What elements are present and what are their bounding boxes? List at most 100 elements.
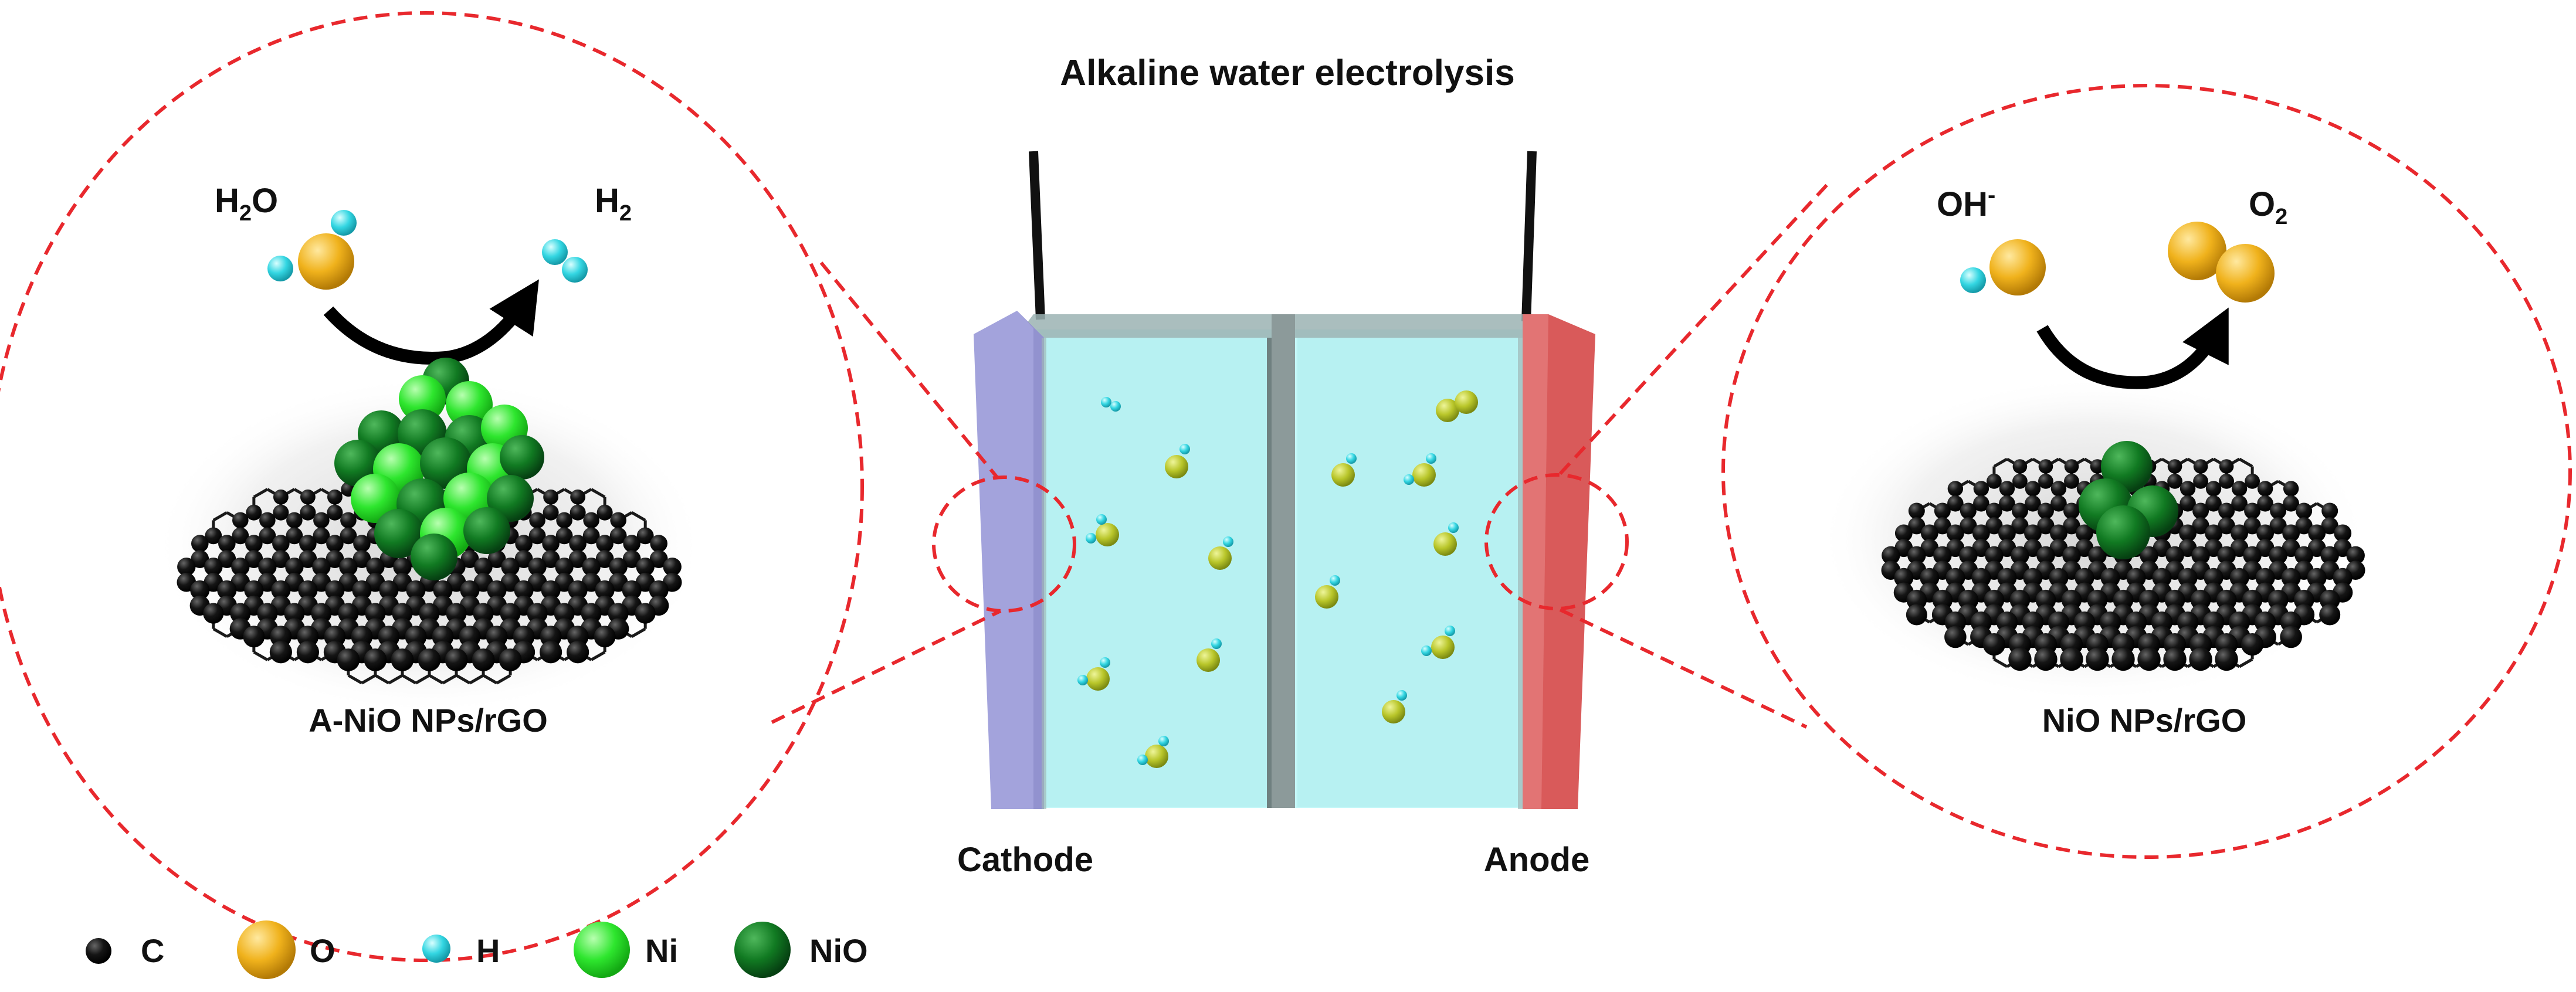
carbon-atom: [2269, 546, 2287, 565]
anode-wire: [1521, 151, 1537, 322]
oh-label: OH-: [1937, 182, 1995, 223]
left-panel: H2O H2 A-NiO NPs/rGO: [154, 182, 705, 739]
o2-label: O2: [2249, 185, 2287, 229]
carbon-atom: [393, 558, 412, 576]
carbon-atom: [2243, 517, 2261, 535]
water-molecule-left: [267, 210, 357, 290]
carbon-atom: [313, 527, 330, 545]
cell-back-shade-right: [1297, 338, 1526, 807]
carbon-atom: [2270, 502, 2287, 519]
carbon-atom: [2321, 502, 2338, 519]
carbon-atom: [2008, 647, 2032, 671]
carbon-atom: [1973, 495, 1989, 512]
carbon-atom: [1985, 546, 2004, 565]
carbon-atom: [2244, 502, 2261, 519]
carbon-atom: [2011, 502, 2028, 519]
carbon-atom: [636, 527, 654, 545]
carbon-atom: [312, 558, 331, 576]
h2o-label: H2O: [215, 182, 278, 226]
carbon-atom: [232, 512, 249, 529]
carbon-atom: [1998, 524, 2016, 542]
carbon-atom: [299, 550, 317, 568]
carbon-atom: [433, 580, 453, 600]
carbon-atom: [2011, 517, 2029, 535]
carbon-atom: [296, 641, 319, 664]
h2-product-left: [542, 239, 588, 283]
carbon-atom-icon: [86, 938, 111, 964]
carbon-atom: [460, 580, 480, 600]
carbon-atom: [2193, 459, 2208, 474]
carbon-atom: [2269, 517, 2287, 535]
carbon-atom: [258, 558, 277, 576]
carbon-atom: [243, 626, 265, 648]
legend-label-nio: NiO: [809, 932, 868, 969]
carbon-atom: [297, 626, 319, 648]
graphene-bond: [374, 674, 390, 685]
carbon-atom: [2255, 568, 2275, 587]
carbon-atom: [622, 580, 642, 600]
carbon-atom: [2281, 568, 2301, 587]
carbon-atom: [2267, 589, 2289, 610]
carbon-atom: [1946, 524, 1964, 542]
carbon-atom: [1944, 626, 1967, 648]
graphene-bond: [2238, 658, 2253, 668]
glass-front-edge-right: [1518, 338, 1523, 809]
a-nio-nanoparticle: [334, 358, 544, 580]
carbon-atom: [540, 626, 562, 648]
right-panel-caption: NiO NPs/rGO: [2042, 702, 2247, 739]
carbon-atom: [635, 603, 656, 624]
carbon-atom: [2231, 481, 2248, 497]
carbon-atom: [2295, 517, 2313, 535]
carbon-atom: [2087, 589, 2108, 610]
carbon-atom: [543, 504, 559, 521]
carbon-atom: [1934, 502, 1951, 519]
carbon-atom: [2333, 568, 2353, 587]
carbon-atom: [2192, 502, 2209, 519]
carbon-atom: [2025, 495, 2041, 512]
nio-atom: [487, 475, 534, 522]
water-molecule: [1077, 657, 1110, 691]
carbon-atom: [596, 504, 613, 521]
membrane-edge-left: [1267, 338, 1272, 808]
carbon-atom: [2231, 495, 2248, 512]
carbon-atom: [459, 626, 481, 648]
legend-label-o: O: [310, 932, 335, 969]
graphene-bond: [361, 674, 377, 685]
carbon-atom: [191, 550, 209, 568]
carbon-atom: [326, 550, 344, 568]
water-molecule: [1421, 626, 1455, 659]
carbon-atom: [2321, 517, 2338, 535]
carbon-atom: [324, 626, 346, 648]
carbon-atom: [338, 603, 359, 624]
carbon-atom: [445, 648, 468, 671]
carbon-atom: [2257, 495, 2273, 512]
cathode-wire: [1029, 151, 1045, 320]
hydroxide-ion: [1960, 239, 2046, 295]
carbon-atom: [2193, 473, 2208, 489]
oxygen-atom-icon: [237, 920, 296, 979]
carbon-atom: [326, 535, 344, 552]
carbon-atom: [2167, 473, 2182, 489]
carbon-atom: [649, 550, 668, 568]
carbon-atom: [378, 626, 400, 648]
carbon-atom: [2050, 524, 2067, 542]
right-big-callout: [1721, 84, 2572, 859]
carbon-atom: [2189, 647, 2212, 671]
carbon-atom: [419, 603, 440, 624]
carbon-atom: [337, 648, 360, 671]
carbon-atom: [2218, 517, 2235, 535]
carbon-atom: [582, 527, 600, 545]
carbon-atom: [2218, 502, 2235, 519]
carbon-atom: [203, 603, 224, 624]
nio-atom: [374, 509, 423, 558]
graphene-bond: [482, 674, 498, 685]
carbon-atom: [190, 580, 210, 600]
graphene-bond: [212, 627, 228, 638]
carbon-atom: [636, 558, 655, 576]
carbon-atom: [556, 512, 572, 529]
carbon-atom: [177, 558, 196, 576]
graphene-bond: [590, 651, 606, 661]
carbon-atom: [1894, 568, 1914, 587]
carbon-atom: [1972, 524, 1990, 542]
